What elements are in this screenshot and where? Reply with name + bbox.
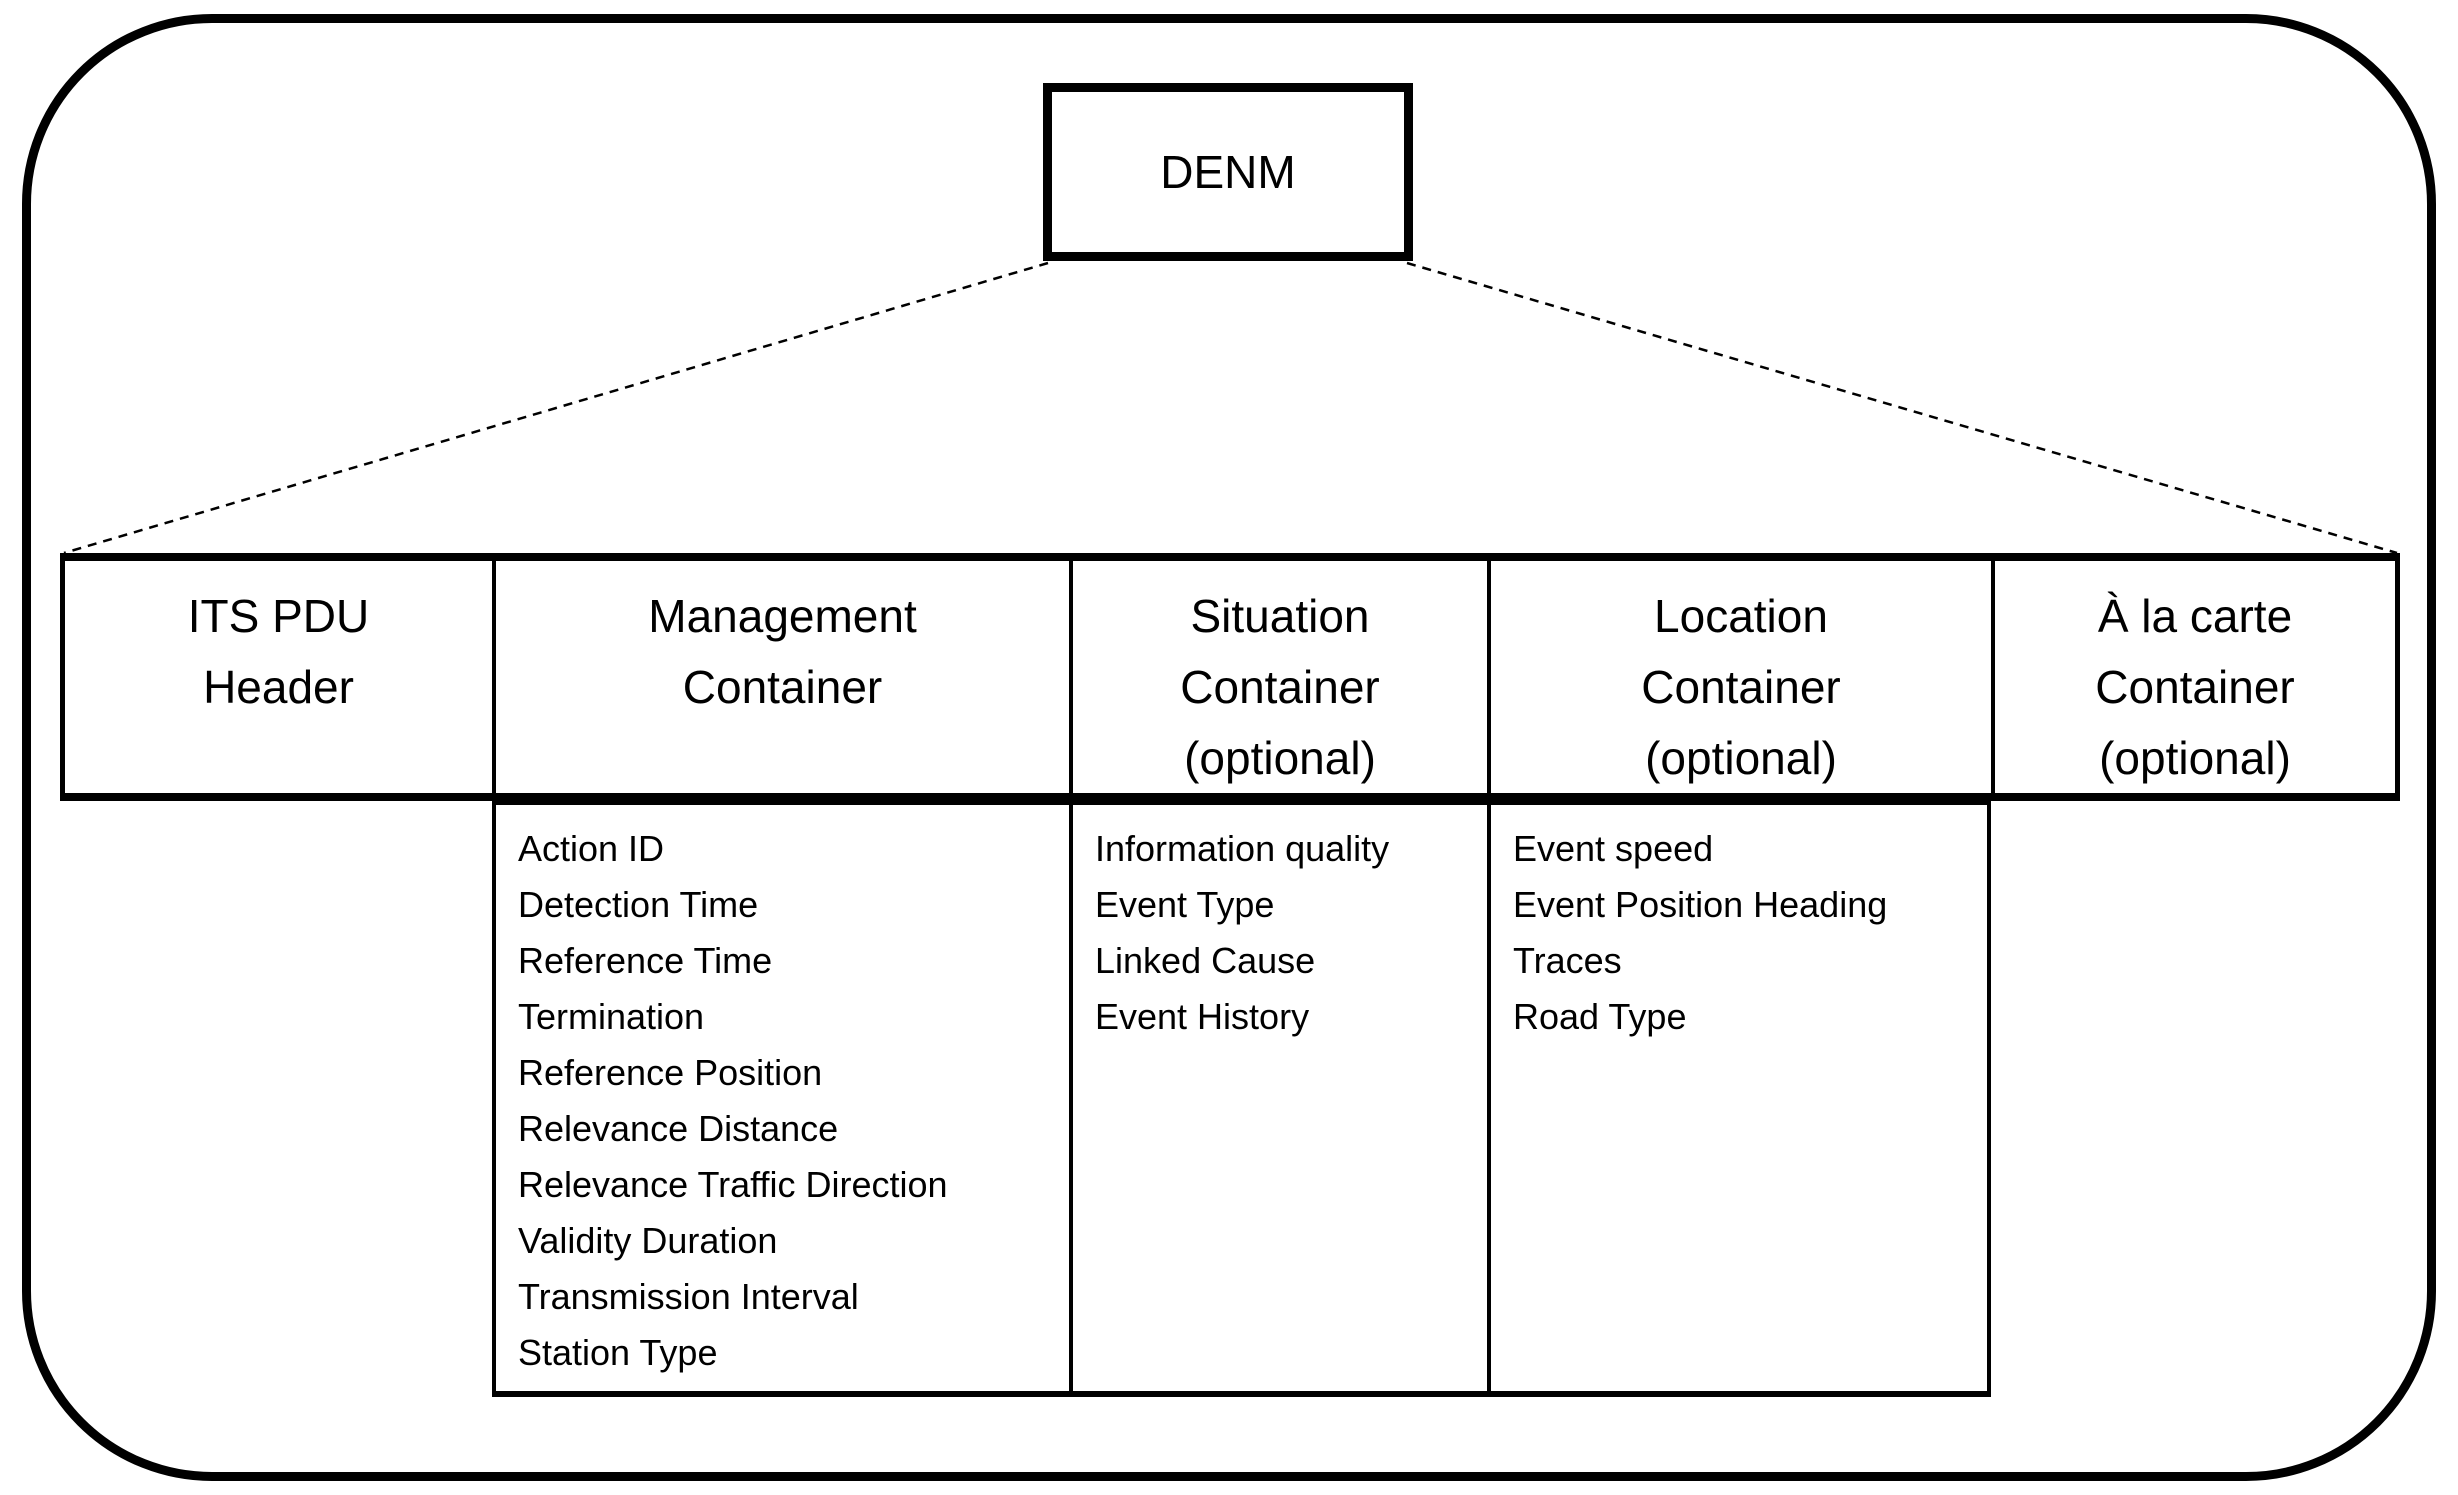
- header-line: Container: [682, 661, 883, 713]
- list-item: Relevance Distance: [518, 1108, 839, 1149]
- container-body-row: Action ID Detection Time Reference Time …: [492, 801, 1991, 1397]
- header-optional-label: (optional): [2099, 732, 2291, 784]
- list-item: Reference Position: [518, 1052, 823, 1093]
- list-item: Reference Time: [518, 940, 773, 981]
- list-item: Event History: [1095, 996, 1310, 1037]
- list-item: Detection Time: [518, 884, 759, 925]
- header-line: À la carte: [2097, 590, 2293, 642]
- header-line: ITS PDU: [187, 590, 370, 642]
- header-line: Situation: [1190, 590, 1370, 642]
- list-item: Event Position Heading: [1513, 884, 1888, 925]
- list-item: Station Type: [518, 1332, 718, 1373]
- list-item: Termination: [518, 996, 705, 1037]
- column-header-management-container: Management Container: [492, 561, 1069, 793]
- column-header-its-pdu-header: ITS PDU Header: [65, 561, 492, 793]
- column-header-a-la-carte-container: À la carte Container (optional): [1991, 561, 2395, 793]
- list-item: Validity Duration: [518, 1220, 778, 1261]
- header-optional-label: (optional): [1184, 732, 1376, 784]
- denm-box: DENM: [1043, 83, 1413, 261]
- header-line: Location: [1654, 590, 1828, 642]
- header-line: Container: [1641, 661, 1841, 713]
- container-header-row: ITS PDU Header Management Container Situ…: [60, 553, 2400, 801]
- denm-box-label: DENM: [1160, 146, 1296, 198]
- outer-rounded-border: [22, 14, 2436, 1481]
- list-item: Event speed: [1513, 828, 1714, 869]
- header-line: Management: [648, 590, 917, 642]
- column-header-location-container: Location Container (optional): [1487, 561, 1991, 793]
- list-item: Linked Cause: [1095, 940, 1316, 981]
- list-item: Action ID: [518, 828, 665, 869]
- list-item: Transmission Interval: [518, 1276, 859, 1317]
- header-line: Container: [2095, 661, 2295, 713]
- list-item: Information quality: [1095, 828, 1390, 869]
- list-item: Event Type: [1095, 884, 1275, 925]
- header-line: Container: [1180, 661, 1380, 713]
- header-optional-label: (optional): [1645, 732, 1837, 784]
- location-fields-list: Event speed Event Position Heading Trace…: [1487, 805, 1987, 1391]
- list-item: Relevance Traffic Direction: [518, 1164, 948, 1205]
- list-item: Road Type: [1513, 996, 1687, 1037]
- list-item: Traces: [1513, 940, 1622, 981]
- column-header-situation-container: Situation Container (optional): [1069, 561, 1487, 793]
- header-line: Header: [203, 661, 354, 713]
- management-fields-list: Action ID Detection Time Reference Time …: [496, 805, 1069, 1391]
- situation-fields-list: Information quality Event Type Linked Ca…: [1069, 805, 1487, 1391]
